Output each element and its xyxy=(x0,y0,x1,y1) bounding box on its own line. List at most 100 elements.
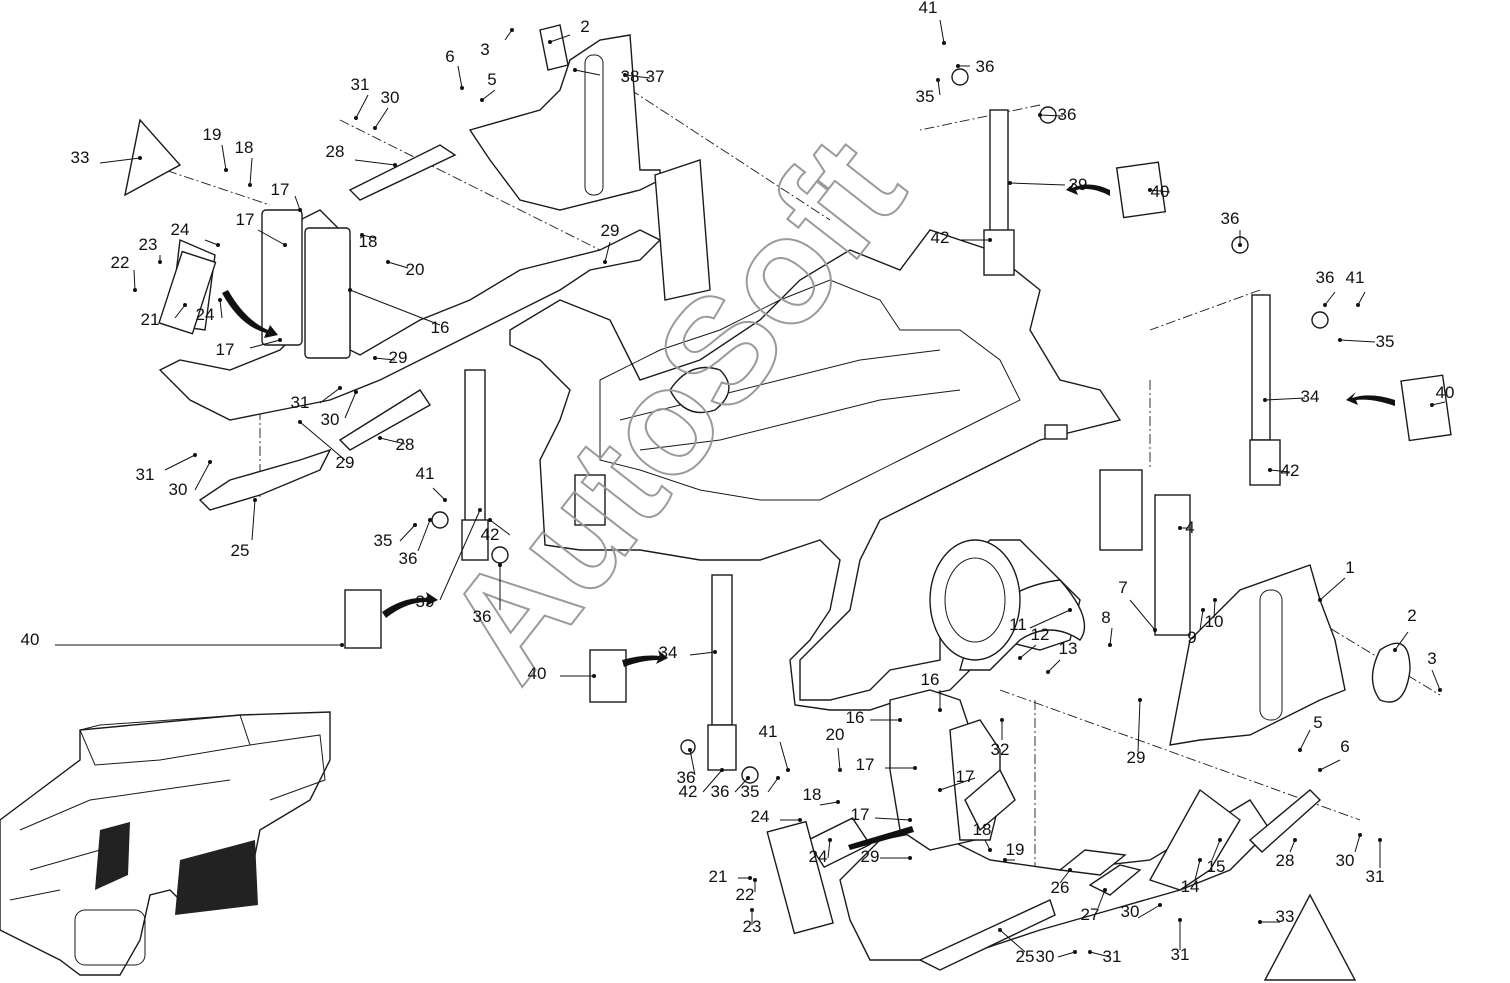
leader-dot xyxy=(746,776,750,780)
leader-line xyxy=(164,454,196,471)
leader-line xyxy=(779,741,789,771)
leader-dot xyxy=(480,98,484,102)
callout-number: 9 xyxy=(1187,628,1196,647)
callout-number: 5 xyxy=(1313,713,1322,732)
leader-dot xyxy=(443,498,447,502)
callout-number: 26 xyxy=(1051,878,1070,897)
leader-dot xyxy=(158,260,162,264)
leader-line xyxy=(249,157,253,186)
callout-number: 17 xyxy=(271,180,290,199)
callout-number: 31 xyxy=(351,75,370,94)
small-parts xyxy=(158,68,1452,935)
leader-dot xyxy=(1148,188,1152,192)
callout-number: 36 xyxy=(711,782,730,801)
leader-line xyxy=(439,509,481,601)
leader-line xyxy=(999,929,1026,953)
callout-number: 20 xyxy=(406,260,425,279)
leader-line xyxy=(1047,659,1061,673)
leader-dot xyxy=(1038,113,1042,117)
callout-number: 16 xyxy=(431,318,450,337)
callout-number: 37 xyxy=(646,67,665,86)
callout-number: 16 xyxy=(921,670,940,689)
leader-line xyxy=(194,461,211,491)
callout-number: 19 xyxy=(203,125,222,144)
callout-number: 29 xyxy=(601,221,620,240)
callout-number: 22 xyxy=(736,885,755,904)
callout-number: 34 xyxy=(1301,387,1320,406)
leader-line xyxy=(99,157,141,164)
leader-dot xyxy=(908,818,912,822)
callout-number: 10 xyxy=(1205,612,1224,631)
callout-number: 40 xyxy=(1151,182,1170,201)
callout-number: 36 xyxy=(473,607,492,626)
callout-number: 38 xyxy=(621,67,640,86)
leader-dot xyxy=(360,233,364,237)
callout-number: 28 xyxy=(326,142,345,161)
callout-number: 32 xyxy=(991,740,1010,759)
leader-line xyxy=(702,769,723,793)
callout-number: 35 xyxy=(741,782,760,801)
leader-line xyxy=(221,144,227,171)
callout-number: 22 xyxy=(111,253,130,272)
leader-dot xyxy=(373,126,377,130)
callout-number: 40 xyxy=(21,630,40,649)
leader-dot xyxy=(338,386,342,390)
leader-dot xyxy=(1358,833,1362,837)
leader-line xyxy=(204,239,219,246)
leader-dot xyxy=(798,818,802,822)
callout-number: 28 xyxy=(396,435,415,454)
leader-line xyxy=(349,289,441,326)
leader-dot xyxy=(942,41,946,45)
callout-number: 29 xyxy=(1127,748,1146,767)
callout-number: 31 xyxy=(291,393,310,412)
callout-number: 35 xyxy=(916,87,935,106)
leader-dot xyxy=(573,68,577,72)
leader-line xyxy=(249,339,281,349)
leader-line xyxy=(299,421,346,461)
callout-number: 41 xyxy=(919,0,938,17)
leader-line xyxy=(1149,189,1171,193)
leader-line xyxy=(1009,182,1066,186)
callout-number: 17 xyxy=(216,340,235,359)
leader-line xyxy=(1319,577,1346,601)
leader-dot xyxy=(298,208,302,212)
callout-number: 12 xyxy=(1031,625,1050,644)
callout-number: 2 xyxy=(1407,606,1416,625)
leader-line xyxy=(432,487,446,501)
leader-line xyxy=(689,749,696,776)
leader-dot xyxy=(1153,628,1157,632)
leader-dot xyxy=(1000,718,1004,722)
leader-dot xyxy=(354,116,358,120)
leader-dot xyxy=(938,708,942,712)
callout-number: 3 xyxy=(1427,649,1436,668)
leader-dot xyxy=(138,156,142,160)
callout-number: 4 xyxy=(1185,518,1194,537)
leader-dot xyxy=(510,28,514,32)
callout-number: 41 xyxy=(416,464,435,483)
callout-number: 23 xyxy=(139,235,158,254)
leader-line xyxy=(874,817,911,821)
leader-line xyxy=(481,89,496,101)
callout-number: 2 xyxy=(580,17,589,36)
leader-line xyxy=(1194,859,1201,881)
leader-line xyxy=(819,801,839,806)
leader-line xyxy=(939,777,976,791)
leader-line xyxy=(837,747,841,771)
callout-number: 3 xyxy=(480,40,489,59)
callout-number: 24 xyxy=(751,807,770,826)
callout-number: 42 xyxy=(1281,461,1300,480)
leader-line xyxy=(489,519,511,536)
callout-number: 36 xyxy=(399,549,418,568)
callout-number: 28 xyxy=(1276,851,1295,870)
callout-number: 33 xyxy=(1276,907,1295,926)
leader-dot xyxy=(713,650,717,654)
callout-number: 30 xyxy=(321,410,340,429)
leader-dot xyxy=(1356,303,1360,307)
leader-line xyxy=(361,234,376,239)
side-plate-right xyxy=(1099,469,1346,746)
leader-line xyxy=(1057,951,1076,958)
callout-number: 40 xyxy=(1436,383,1455,402)
callout-number: 13 xyxy=(1059,639,1078,658)
leader-line xyxy=(1319,759,1341,771)
